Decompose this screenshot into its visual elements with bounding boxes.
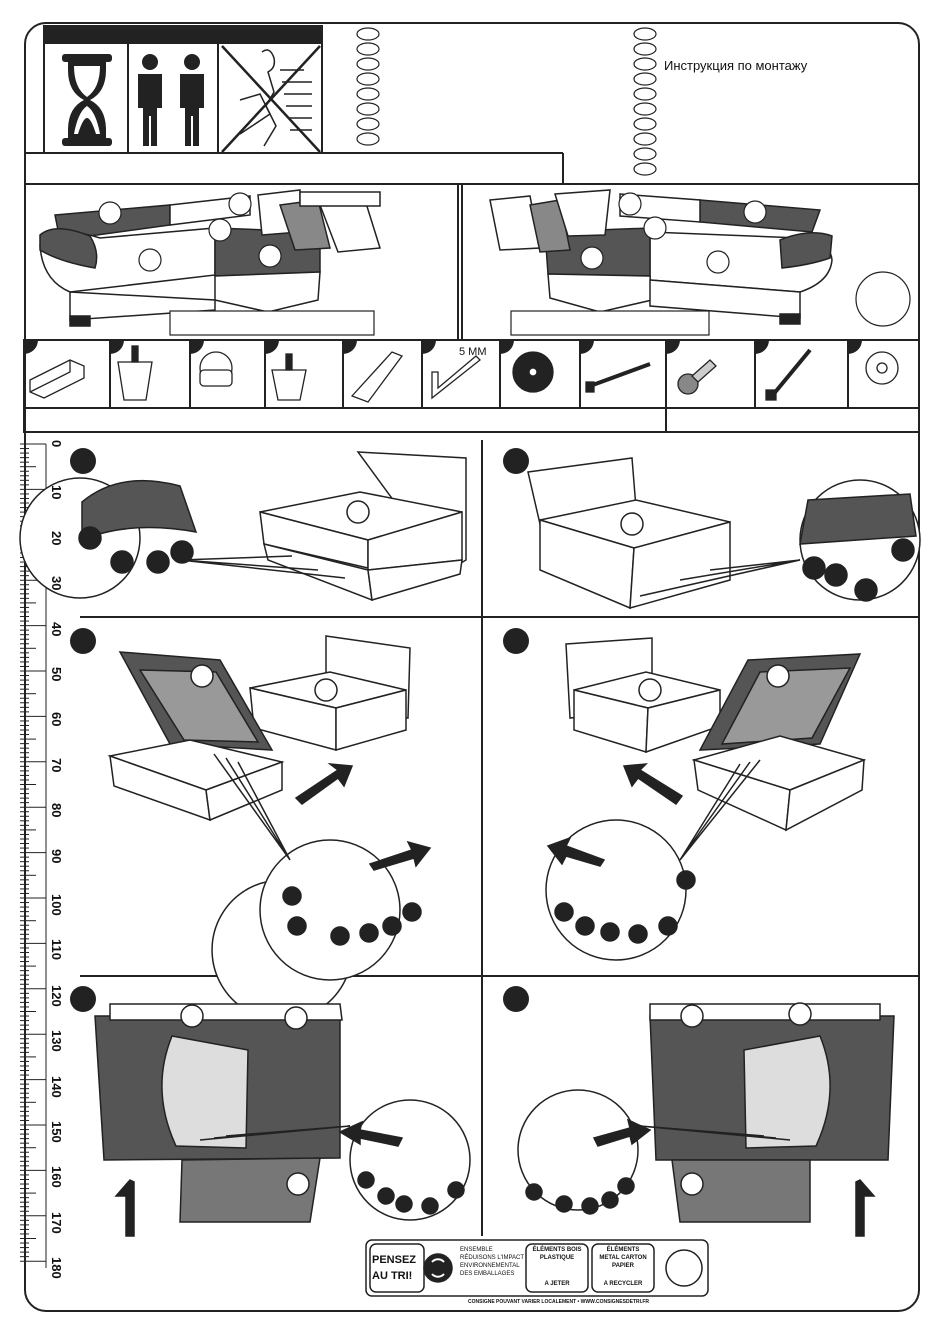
ruler-mark: 120: [49, 985, 64, 1007]
recycle-footer: CONSIGNE POUVANT VARIER LOCALEMENT • WWW…: [468, 1299, 649, 1305]
ruler-mark: 90: [49, 849, 64, 863]
ruler-mark: 170: [49, 1212, 64, 1234]
step1-right-drawing: [528, 458, 920, 608]
glide-part-icon: [200, 352, 232, 386]
foot-part-icon: [272, 354, 306, 400]
language-ovals-right: [634, 28, 656, 175]
ruler-mark: 60: [49, 712, 64, 726]
washer-disc-part-icon: [513, 352, 553, 392]
step3-left-drawing: [95, 1004, 470, 1236]
two-persons-icon: [138, 54, 204, 146]
ruler-mark: 70: [49, 758, 64, 772]
step2-left-drawing: [110, 636, 430, 1020]
hourglass-icon: [62, 54, 112, 146]
wrench-tube-part-icon: [352, 352, 402, 402]
long-bolt-part-icon: [766, 350, 810, 400]
ruler-mark: 10: [49, 485, 64, 499]
ruler-mark: 150: [49, 1121, 64, 1143]
sofa-left-label-box: [170, 311, 374, 335]
bracket-part-icon: [30, 360, 84, 398]
bois-action: A JETER: [526, 1281, 588, 1287]
parts-corner-tabs: [24, 340, 862, 354]
sofa-right-drawing: [490, 190, 832, 324]
allen-key-size-label: 5 MM: [459, 346, 487, 358]
ruler-mark: 80: [49, 803, 64, 817]
leg-part-icon: [118, 346, 152, 400]
instruction-label: Инструкция по монтажу: [664, 58, 807, 73]
language-ovals-left: [357, 28, 379, 145]
ruler-mark: 130: [49, 1030, 64, 1052]
ruler-mark: 30: [49, 576, 64, 590]
sofa-left-drawing: [40, 190, 380, 326]
sofa-right-label-box: [511, 311, 709, 335]
ruler-mark: 140: [49, 1076, 64, 1098]
ruler-mark: 20: [49, 531, 64, 545]
metal-action: A RECYCLER: [592, 1281, 654, 1287]
short-bolt-part-icon: [678, 360, 716, 394]
step3-right-drawing: [518, 1003, 894, 1236]
bois-title: ÉLÉMENTS BOIS PLASTIQUE: [526, 1246, 588, 1262]
bolt-part-icon: [586, 364, 650, 392]
step2-right-drawing: [546, 638, 864, 960]
ruler-mark: 0: [49, 440, 64, 447]
model-circle: [856, 272, 910, 326]
pensez-label: PENSEZ: [372, 1254, 416, 1266]
ruler-mark: 50: [49, 667, 64, 681]
allen-key-part-icon: [432, 356, 480, 398]
flat-washer-part-icon: [866, 352, 898, 384]
ruler-mark: 110: [49, 939, 64, 960]
ruler-mark: 100: [49, 894, 64, 916]
no-single-person-icon: [222, 46, 320, 152]
ruler-mark: 180: [49, 1257, 64, 1279]
header-black-bar: [44, 26, 322, 44]
au-tri-label: AU TRI!: [372, 1270, 412, 1282]
step1-left-drawing: [20, 452, 466, 600]
metal-title: ÉLÉMENTS METAL CARTON PAPIER: [592, 1246, 654, 1270]
ensemble-text: ENSEMBLE RÉDUISONS L'IMPACT ENVIRONNEMEN…: [460, 1246, 524, 1278]
ruler-mark: 40: [49, 622, 64, 636]
ruler-mark: 160: [49, 1166, 64, 1188]
